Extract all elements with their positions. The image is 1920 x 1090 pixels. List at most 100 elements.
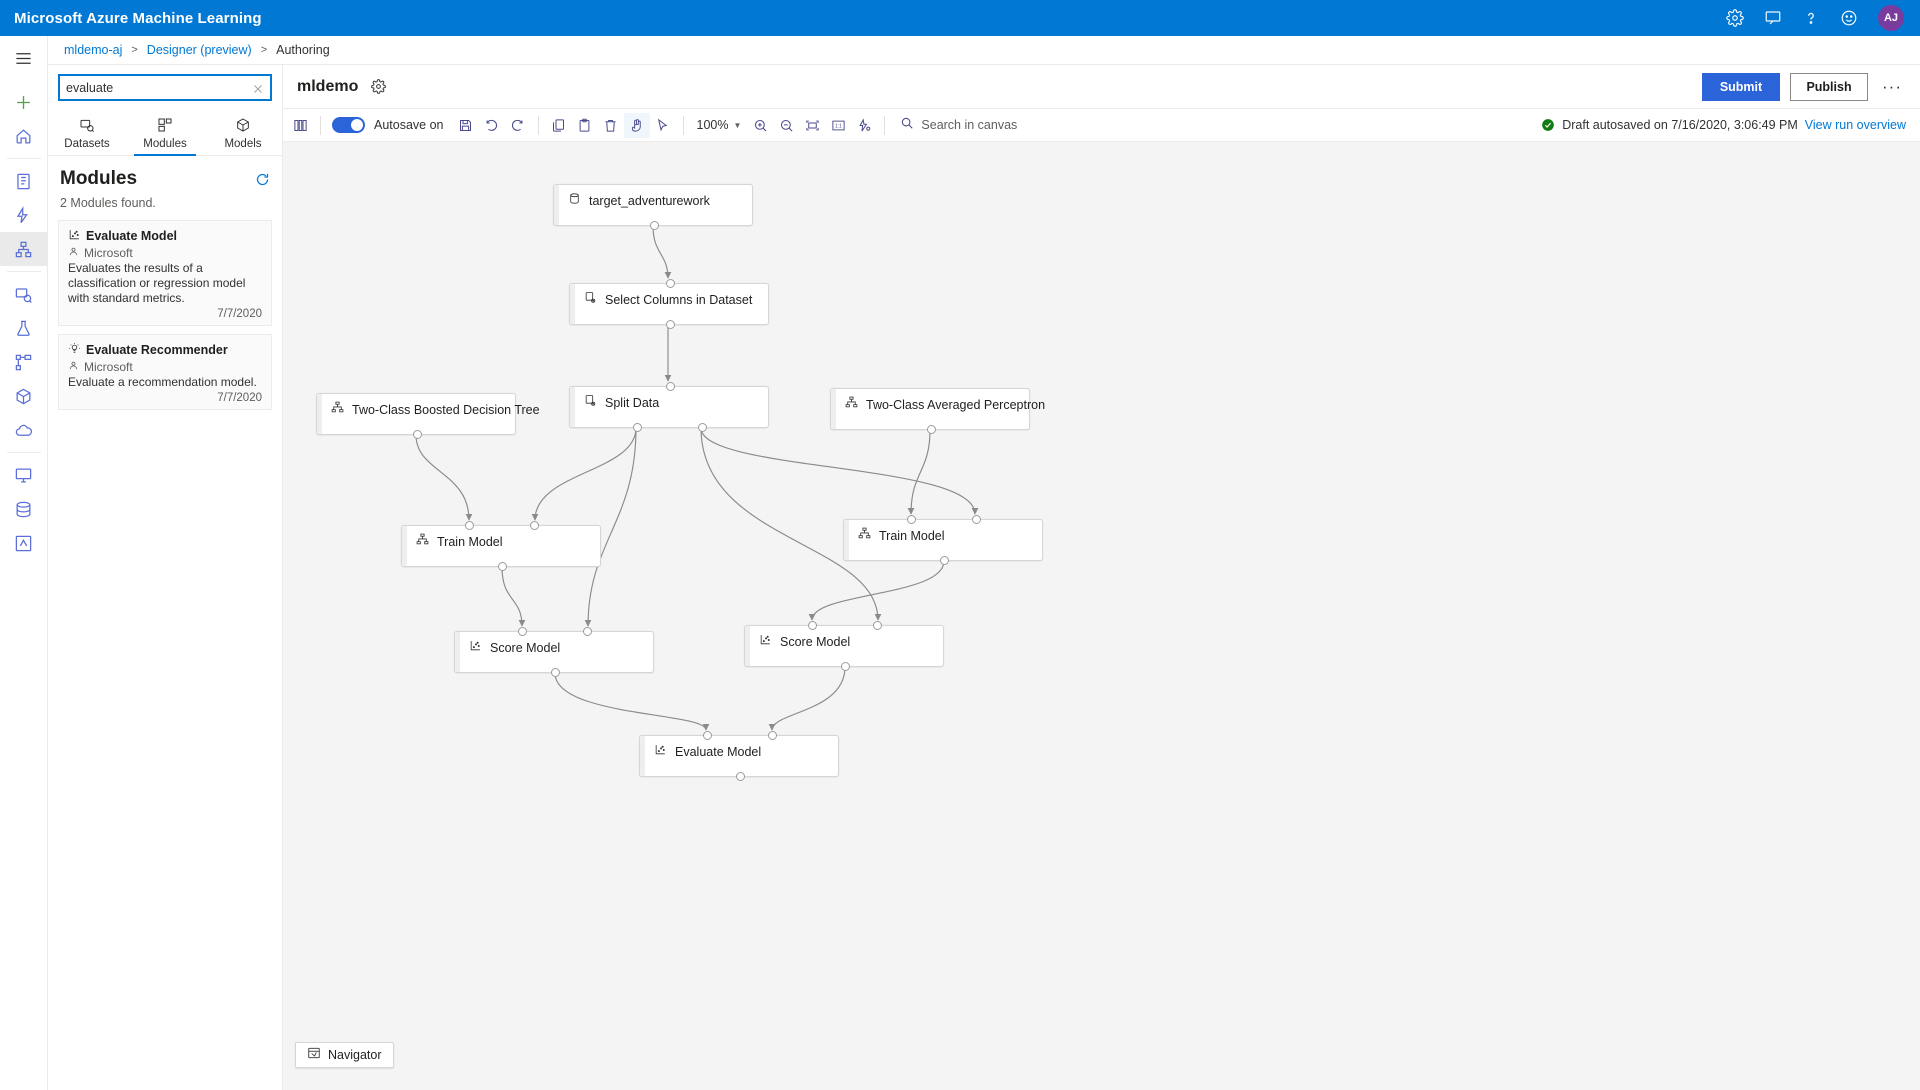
- gear-icon[interactable]: [371, 79, 387, 94]
- breadcrumb: mldemo-aj > Designer (preview) > Authori…: [48, 36, 1920, 65]
- input-port-1[interactable]: [907, 515, 916, 524]
- node-train-model-right[interactable]: Train Model: [843, 515, 1043, 565]
- output-port[interactable]: [413, 430, 422, 439]
- node-two-class-boosted-decision-tree[interactable]: Two-Class Boosted Decision Tree: [316, 393, 540, 439]
- algorithm-icon: [845, 396, 858, 414]
- node-split-data[interactable]: Split Data: [569, 382, 769, 432]
- list-item[interactable]: Evaluate Model Microsoft Evaluates the r…: [58, 220, 272, 326]
- output-port[interactable]: [650, 221, 659, 230]
- models-icon: [235, 117, 251, 136]
- view-run-overview-link[interactable]: View run overview: [1804, 118, 1906, 132]
- zoom-level-dropdown[interactable]: 100% ▼: [691, 118, 748, 132]
- input-port-2[interactable]: [768, 731, 777, 740]
- pan-icon[interactable]: [623, 112, 650, 138]
- search-box[interactable]: [58, 74, 272, 101]
- delete-icon[interactable]: [598, 113, 624, 138]
- node-score-model-left[interactable]: Score Model: [454, 627, 654, 677]
- pipeline-canvas[interactable]: target_adventurework Select Columns in D…: [283, 142, 1920, 1090]
- input-port-2[interactable]: [530, 521, 539, 530]
- labeling-icon[interactable]: [0, 526, 48, 560]
- input-port[interactable]: [666, 382, 675, 391]
- input-port-2[interactable]: [583, 627, 592, 636]
- new-icon[interactable]: [0, 85, 48, 119]
- submit-button[interactable]: Submit: [1702, 72, 1781, 101]
- score-icon: [469, 639, 482, 657]
- output-port[interactable]: [551, 668, 560, 677]
- undo-icon[interactable]: [479, 113, 505, 138]
- hamburger-menu-icon[interactable]: [0, 41, 48, 75]
- publish-button[interactable]: Publish: [1790, 72, 1869, 101]
- node-label: Train Model: [879, 529, 945, 543]
- navigator-icon: [307, 1046, 321, 1065]
- pipelines-icon[interactable]: [0, 345, 48, 379]
- tab-modules[interactable]: Modules: [126, 109, 204, 156]
- designer-icon[interactable]: [0, 232, 48, 266]
- node-two-class-averaged-perceptron[interactable]: Two-Class Averaged Perceptron: [830, 388, 1045, 434]
- automl-icon[interactable]: [0, 198, 48, 232]
- node-score-model-right[interactable]: Score Model: [744, 621, 944, 671]
- smiley-icon[interactable]: [1840, 9, 1858, 27]
- output-port[interactable]: [940, 556, 949, 565]
- help-icon[interactable]: [1802, 9, 1820, 27]
- experiments-icon[interactable]: [0, 311, 48, 345]
- zoom-out-icon[interactable]: [773, 113, 799, 138]
- output-port[interactable]: [736, 772, 745, 781]
- save-icon[interactable]: [453, 113, 479, 138]
- datasets-icon[interactable]: [0, 277, 48, 311]
- feedback-icon[interactable]: [1764, 9, 1782, 27]
- input-port-2[interactable]: [972, 515, 981, 524]
- select-icon[interactable]: [650, 113, 676, 138]
- node-target-adventurework[interactable]: target_adventurework: [553, 184, 753, 230]
- node-train-model-left[interactable]: Train Model: [401, 521, 601, 571]
- datasets-icon: [79, 117, 95, 136]
- models-icon[interactable]: [0, 379, 48, 413]
- node-evaluate-model[interactable]: Evaluate Model: [639, 731, 839, 781]
- navigator-button[interactable]: Navigator: [295, 1042, 394, 1068]
- avatar[interactable]: AJ: [1878, 5, 1904, 31]
- copy-icon[interactable]: [546, 113, 572, 138]
- canvas-search-input[interactable]: Search in canvas: [900, 116, 1017, 135]
- fit-to-screen-icon[interactable]: [799, 113, 825, 138]
- autosave-status: Draft autosaved on 7/16/2020, 3:06:49 PM…: [1541, 118, 1920, 132]
- list-item[interactable]: Evaluate Recommender Microsoft Evaluate …: [58, 334, 272, 410]
- output-port[interactable]: [498, 562, 507, 571]
- input-port[interactable]: [666, 279, 675, 288]
- auto-layout-icon[interactable]: [851, 113, 877, 138]
- search-input[interactable]: [60, 76, 240, 99]
- output-port-right[interactable]: [698, 423, 707, 432]
- input-port-2[interactable]: [873, 621, 882, 630]
- output-port[interactable]: [666, 320, 675, 329]
- datastores-icon[interactable]: [0, 492, 48, 526]
- endpoints-icon[interactable]: [0, 413, 48, 447]
- input-port-1[interactable]: [808, 621, 817, 630]
- input-port-1[interactable]: [703, 731, 712, 740]
- refresh-icon[interactable]: [255, 172, 270, 187]
- home-icon[interactable]: [0, 119, 48, 153]
- brand-bar-actions: AJ: [1726, 5, 1920, 31]
- panel-tabs: Datasets Modules Models: [48, 109, 282, 156]
- output-port[interactable]: [927, 425, 936, 434]
- actual-size-icon[interactable]: 1:1: [825, 113, 851, 138]
- module-date: 7/7/2020: [217, 308, 262, 320]
- tab-datasets[interactable]: Datasets: [48, 109, 126, 155]
- compute-icon[interactable]: [0, 458, 48, 492]
- zoom-in-icon[interactable]: [747, 113, 773, 138]
- input-port-1[interactable]: [465, 521, 474, 530]
- tab-models[interactable]: Models: [204, 109, 282, 155]
- panel-toggle-icon[interactable]: [287, 113, 313, 138]
- gear-icon[interactable]: [1726, 9, 1744, 27]
- autosave-toggle[interactable]: [332, 117, 365, 133]
- more-options-button[interactable]: ···: [1882, 76, 1902, 96]
- input-port-1[interactable]: [518, 627, 527, 636]
- output-port-left[interactable]: [633, 423, 642, 432]
- breadcrumb-workspace[interactable]: mldemo-aj: [64, 43, 123, 57]
- redo-icon[interactable]: [505, 113, 531, 138]
- breadcrumb-designer[interactable]: Designer (preview): [146, 43, 252, 57]
- paste-icon[interactable]: [572, 113, 598, 138]
- close-icon[interactable]: [252, 82, 264, 94]
- output-port[interactable]: [841, 662, 850, 671]
- node-select-columns-in-dataset[interactable]: Select Columns in Dataset: [569, 279, 769, 329]
- notebooks-icon[interactable]: [0, 164, 48, 198]
- train-icon: [416, 533, 429, 551]
- panel-header: Modules: [48, 156, 282, 194]
